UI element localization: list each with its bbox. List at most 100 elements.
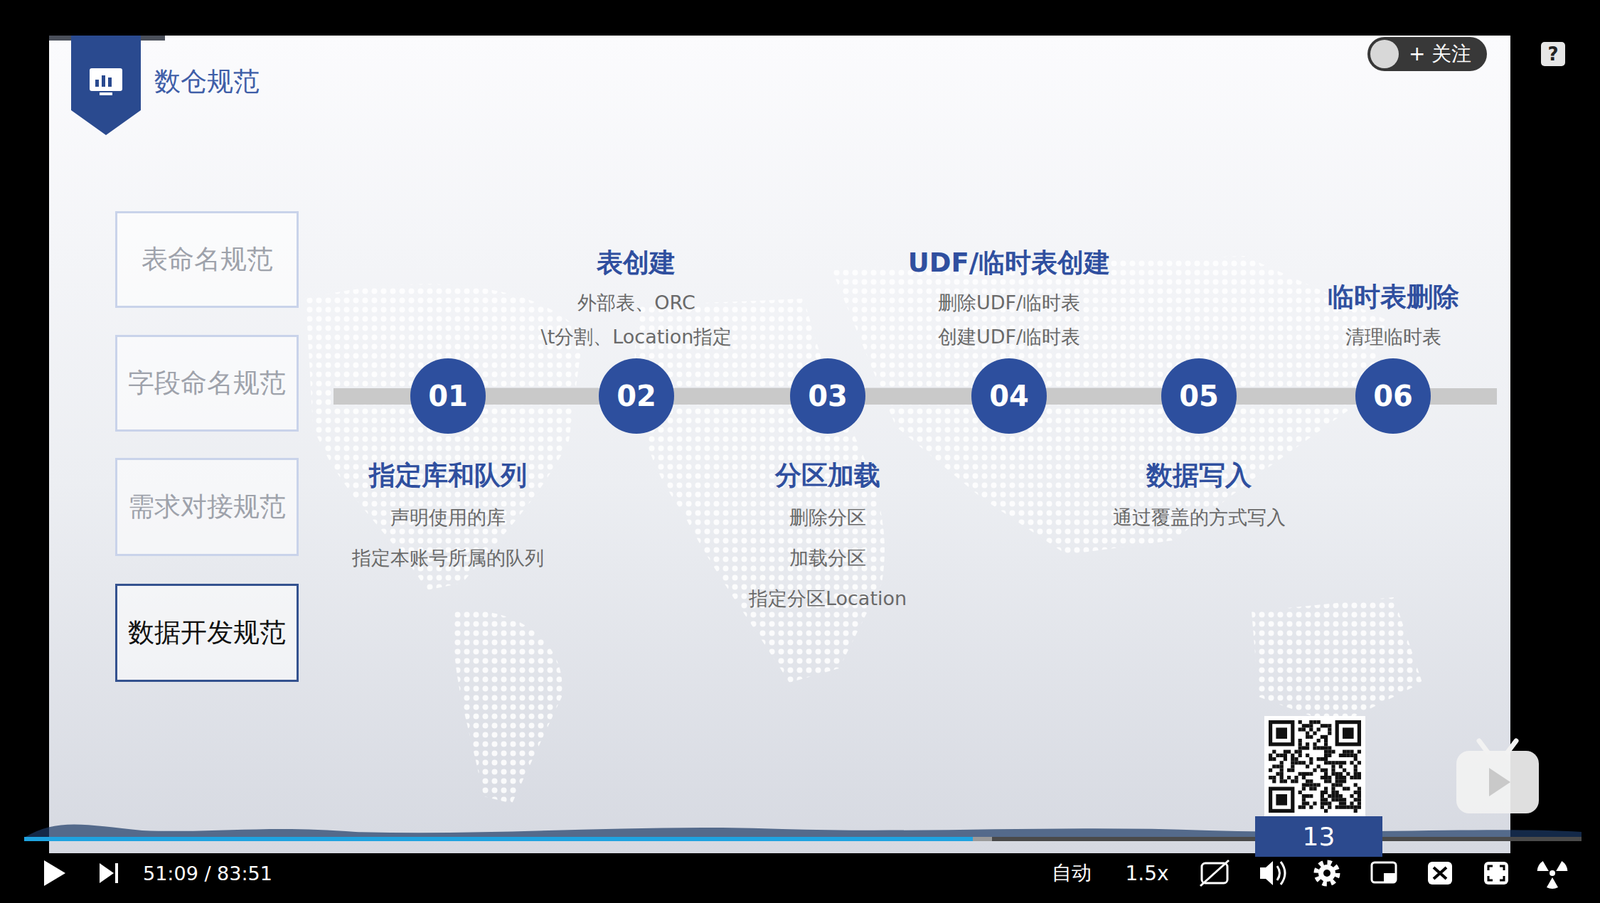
tab-label: 表命名规范 xyxy=(141,241,274,278)
qr-cell xyxy=(1324,735,1328,739)
qr-cell xyxy=(1320,723,1325,728)
qr-cell xyxy=(1272,779,1276,783)
qr-cell xyxy=(1298,772,1303,776)
qr-cell xyxy=(1342,787,1347,791)
qr-cell xyxy=(1309,720,1313,724)
timeline-segment xyxy=(674,388,791,405)
play-icon xyxy=(44,860,66,887)
qr-cell xyxy=(1349,805,1354,810)
qr-cell xyxy=(1280,768,1284,773)
step-number: 03 xyxy=(807,379,848,413)
qr-cell xyxy=(1309,782,1313,787)
step-circle: 02表创建外部表、ORC\t分割、Location指定 xyxy=(598,358,675,434)
qr-cell xyxy=(1324,750,1328,754)
qr-cell xyxy=(1353,775,1358,780)
qr-cell xyxy=(1339,779,1343,783)
monitor-icon xyxy=(95,79,99,87)
qr-cell xyxy=(1324,787,1328,791)
qr-cell xyxy=(1324,779,1328,783)
qr-cell xyxy=(1357,794,1362,798)
qr-cell xyxy=(1309,723,1313,728)
world-map-dots xyxy=(1251,597,1423,726)
tab-label: 字段命名规范 xyxy=(128,365,286,402)
qr-cell xyxy=(1349,794,1354,798)
monitor-icon xyxy=(89,68,123,92)
qr-cell xyxy=(1280,760,1284,765)
qr-cell xyxy=(1302,797,1306,802)
qr-cell xyxy=(1346,750,1350,754)
subtitle-off-icon xyxy=(1200,860,1229,887)
qr-cell xyxy=(1324,775,1328,780)
qr-cell xyxy=(1298,753,1303,758)
page-badge: 13 xyxy=(1255,816,1383,857)
world-map-dots xyxy=(832,256,1387,555)
qr-cell xyxy=(1353,772,1358,776)
qr-cell xyxy=(1309,772,1313,776)
qr-cell xyxy=(1298,805,1303,810)
qr-cell xyxy=(1320,805,1325,810)
qr-cell xyxy=(1335,775,1340,780)
step-caption: 表创建外部表、ORC\t分割、Location指定 xyxy=(541,246,733,355)
qr-cell xyxy=(1309,757,1313,761)
qr-finder xyxy=(1268,787,1295,813)
qr-cell xyxy=(1302,794,1306,798)
qr-cell xyxy=(1327,794,1332,798)
step-note: 创建UDF/临时表 xyxy=(908,320,1111,355)
qr-cell xyxy=(1327,753,1332,758)
qr-cell xyxy=(1312,801,1317,805)
qr-cell xyxy=(1324,809,1328,813)
qr-cell xyxy=(1357,775,1362,780)
qr-cell xyxy=(1305,753,1310,758)
qr-cell xyxy=(1294,750,1298,754)
qr-cell xyxy=(1353,809,1358,813)
nav-tab: 字段命名规范 xyxy=(115,334,299,432)
qr-cell xyxy=(1298,790,1303,795)
qr-cell xyxy=(1305,735,1310,739)
qr-cell xyxy=(1316,782,1321,787)
step-caption: 数据写入通过覆盖的方式写入 xyxy=(1112,458,1286,538)
qr-cell xyxy=(1309,727,1313,732)
qr-cell xyxy=(1316,757,1321,761)
qr-cell xyxy=(1302,805,1306,810)
qr-cell xyxy=(1283,750,1288,754)
qr-finder xyxy=(1275,794,1288,806)
qr-cell xyxy=(1302,772,1306,776)
step-heading: 指定库和队列 xyxy=(352,458,544,493)
settings-icon xyxy=(1318,864,1336,882)
qr-cell xyxy=(1309,805,1313,810)
qr-cell xyxy=(1309,787,1313,791)
qr-cell xyxy=(1331,787,1335,791)
qr-cell xyxy=(1302,782,1306,787)
qr-cell xyxy=(1283,753,1288,758)
qr-cell xyxy=(1290,768,1295,773)
qr-cell xyxy=(1342,753,1347,758)
qr-cell xyxy=(1327,779,1332,783)
qr-cell xyxy=(1320,735,1325,739)
qr-cell xyxy=(1357,787,1362,791)
step-note: 外部表、ORC xyxy=(541,285,733,320)
qr-cell xyxy=(1320,790,1325,795)
qr-cell xyxy=(1268,757,1273,761)
qr-cell xyxy=(1346,772,1350,776)
time-display: 51:09 / 83:51 xyxy=(142,862,273,885)
qr-cell xyxy=(1290,764,1295,768)
qr-code xyxy=(1268,720,1362,813)
help-mark: ? xyxy=(1547,43,1559,65)
step-note: 清理临时表 xyxy=(1327,320,1460,355)
settings-icon xyxy=(1323,869,1331,877)
danmaku-icon xyxy=(1553,860,1569,877)
qr-cell xyxy=(1324,760,1328,765)
qr-cell xyxy=(1346,805,1350,810)
timeline-segment xyxy=(1046,388,1162,405)
qr-cell xyxy=(1324,797,1328,802)
qr-cell xyxy=(1280,772,1284,776)
qr-cell xyxy=(1353,757,1358,761)
qr-cell xyxy=(1327,731,1332,736)
qr-cell xyxy=(1357,805,1362,810)
qr-cell xyxy=(1335,782,1340,787)
qr-cell xyxy=(1272,764,1276,768)
fullscreen-icon xyxy=(1484,861,1509,885)
qr-cell xyxy=(1335,794,1340,798)
qr-cell xyxy=(1305,742,1310,746)
